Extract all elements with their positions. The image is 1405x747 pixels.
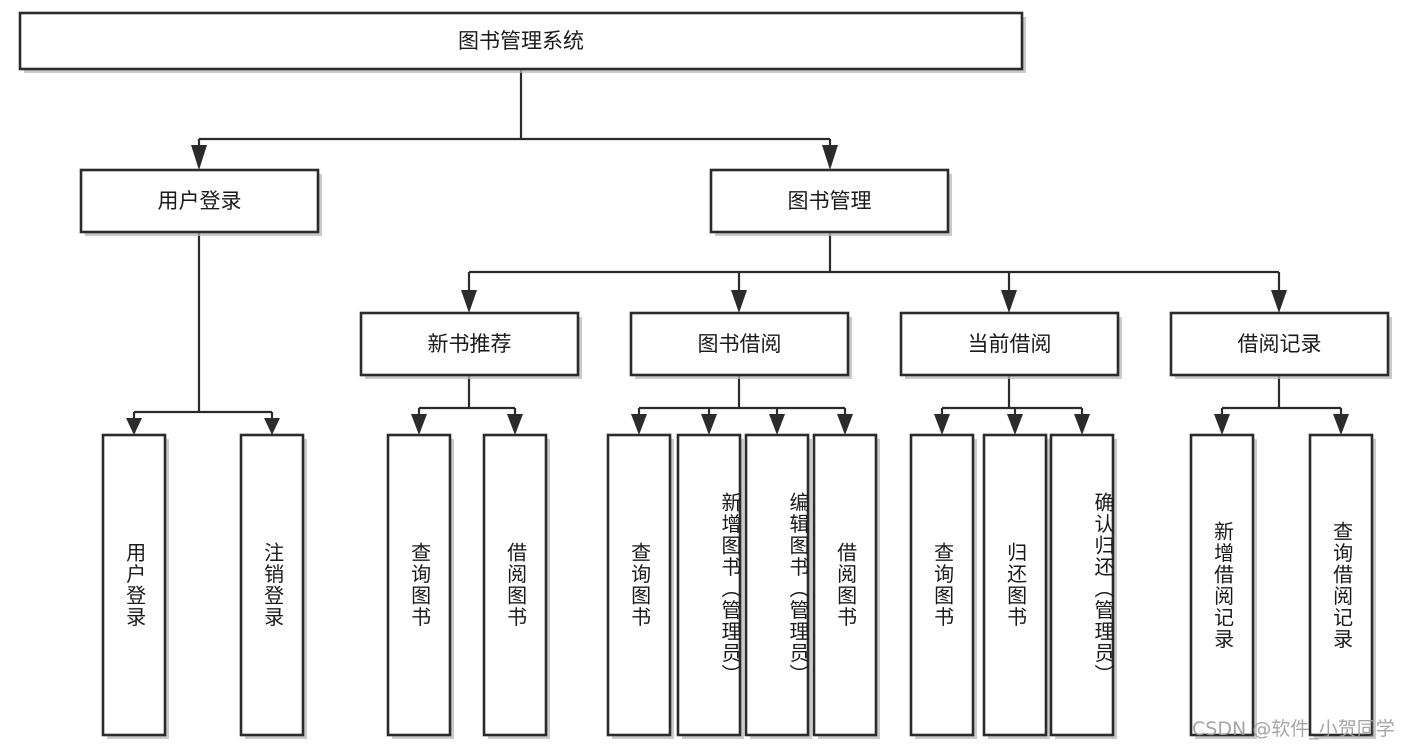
node-user-login-box[interactable] [79, 168, 320, 234]
node-borrow-record-box[interactable] [1169, 311, 1390, 377]
arrow-to-book-borrow [731, 290, 747, 313]
arrow-to-leaf-rec-borrow-book [507, 414, 523, 435]
arrow-to-leaf-user-logout [264, 418, 280, 435]
arrow-to-current-borrow [1001, 290, 1017, 313]
arrow-to-new-book-rec [461, 290, 477, 313]
csdn-watermark: CSDN @软件_小贺同学 [1192, 718, 1395, 740]
node-book-manage-label: 图书管理 [788, 189, 872, 213]
node-leaf-user-logout-box[interactable] [239, 433, 305, 737]
node-leaf-cur-return-book-box[interactable] [982, 433, 1048, 737]
node-borrow-record-label: 借阅记录 [1238, 332, 1322, 356]
arrow-to-leaf-borrow-edit-book [769, 414, 785, 435]
arrow-to-leaf-user-login [126, 418, 142, 435]
node-leaf-cur-query-book-box[interactable] [909, 433, 975, 737]
node-leaf-rec-borrow-book-box[interactable] [482, 433, 548, 737]
node-leaf-rec-query-record-box[interactable] [1308, 433, 1374, 737]
node-book-borrow-box[interactable] [629, 311, 850, 377]
node-leaf-rec-add-record-box[interactable] [1189, 433, 1255, 737]
node-user-login-label: 用户登录 [158, 189, 242, 213]
arrow-to-leaf-borrow-borrow-book [837, 414, 853, 435]
node-leaf-borrow-edit-book-box[interactable] [744, 433, 810, 737]
node-new-book-rec-box[interactable] [359, 311, 580, 377]
node-leaf-borrow-add-book-box[interactable] [676, 433, 742, 737]
node-leaf-cur-confirm-return-box[interactable] [1049, 433, 1115, 737]
arrow-to-leaf-rec-add-record [1214, 414, 1230, 435]
node-new-book-rec-label: 新书推荐 [428, 332, 512, 356]
node-book-borrow-label: 图书借阅 [698, 332, 782, 356]
node-leaf-borrow-query-book-box[interactable] [606, 433, 672, 737]
node-current-borrow-box[interactable] [899, 311, 1120, 377]
arrow-to-user-login [191, 145, 207, 170]
node-leaf-borrow-borrow-book-box[interactable] [812, 433, 878, 737]
arrow-to-book-manage [822, 145, 838, 170]
arrow-to-leaf-rec-query-book [411, 414, 427, 435]
node-root-box[interactable] [18, 11, 1024, 71]
node-group: 图书管理系统 用户登录 图书管理 新书推荐 图书借阅 当前借阅 借阅记录 [18, 11, 1390, 737]
arrow-to-leaf-rec-query-record [1333, 414, 1349, 435]
arrow-to-leaf-borrow-add-book [701, 414, 717, 435]
node-book-manage-box[interactable] [709, 168, 950, 234]
node-root-label: 图书管理系统 [458, 29, 584, 53]
node-current-borrow-label: 当前借阅 [968, 332, 1052, 356]
arrow-to-leaf-borrow-query-book [631, 414, 647, 435]
arrow-to-borrow-record [1271, 290, 1287, 313]
node-leaf-rec-query-book-box[interactable] [386, 433, 452, 737]
node-leaf-user-login-box[interactable] [101, 433, 167, 737]
arrow-to-leaf-cur-confirm-return [1074, 414, 1090, 435]
arrow-to-leaf-cur-return-book [1007, 414, 1023, 435]
connector-group [126, 69, 1349, 435]
arrow-to-leaf-cur-query-book [934, 414, 950, 435]
